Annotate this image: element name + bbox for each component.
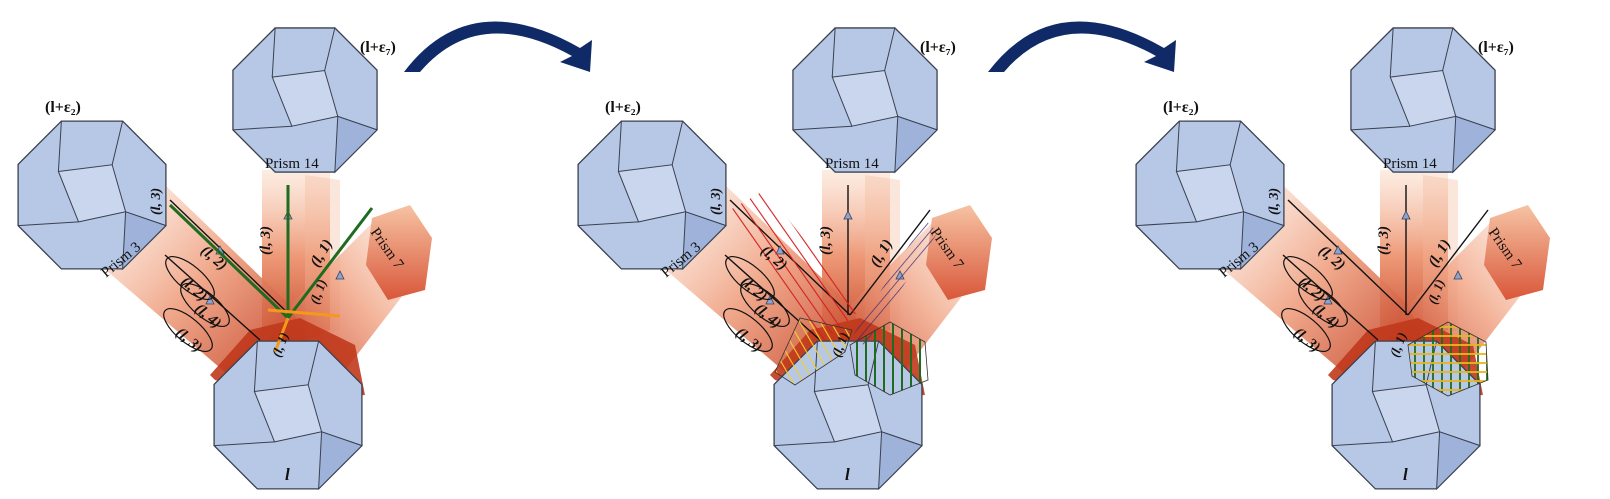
vertex-label-top-right: (l+ε₇) [360, 39, 396, 56]
edge-arrow-3 [335, 270, 345, 280]
vertex-label-top-right: (l+ε₇) [1478, 39, 1514, 56]
polyhedron-bottom [213, 340, 363, 491]
loop-2 [723, 308, 773, 352]
polyhedron-top-left [577, 120, 727, 271]
vertex-label-bottom: l [1403, 465, 1408, 484]
loop-1 [740, 283, 790, 327]
polyhedron-top-right [232, 27, 378, 174]
loop-1 [180, 283, 230, 327]
loop-2 [1281, 308, 1331, 352]
orange-path-v [273, 317, 290, 353]
edge-l1-diag [849, 209, 931, 316]
edge-label-l3-vertical: (l, 3) [258, 226, 274, 255]
loop-0 [1283, 256, 1333, 300]
prism-7-cap [1484, 205, 1550, 300]
edge-label-l3-vertical: (l, 3) [818, 226, 834, 255]
edge-arrow-1 [1333, 245, 1343, 255]
vertex-label-top-left: (l+ε₂) [1163, 99, 1199, 116]
transition-arrow-2 [988, 21, 1176, 72]
red-hatched-region [730, 190, 860, 345]
purple-hatched-region [850, 220, 938, 345]
prism-label-14: Prism 14 [1383, 156, 1437, 172]
edge-l1-diag [1407, 209, 1489, 316]
loop-1 [1298, 283, 1348, 327]
prism-7-cap [926, 205, 992, 300]
vertex-label-top-right: (l+ε₇) [920, 39, 956, 56]
polyhedron-top-right [792, 27, 938, 174]
yellow-hatched-region [774, 317, 853, 386]
edge-label-l3-vertical: (l, 3) [1376, 226, 1392, 255]
edge-label-l3-top: (l, 3) [709, 188, 724, 215]
prism-label-14: Prism 14 [265, 156, 319, 172]
edge-l2 [1287, 199, 1409, 316]
prism-label-14: Prism 14 [825, 156, 879, 172]
edge-arrow-0 [1401, 210, 1411, 220]
polyhedron-top-left [17, 120, 167, 271]
edge-l2 [169, 199, 291, 316]
edge-label-l3-top: (l, 3) [1267, 188, 1282, 215]
edge-label-l3-top: (l, 3) [149, 188, 164, 215]
vertex-label-top-left: (l+ε₂) [45, 99, 81, 116]
green-hatched-region [849, 321, 929, 396]
grid-hatched-region [1407, 321, 1489, 397]
polyhedron-top-left [1135, 120, 1285, 271]
edge-arrow-0 [843, 210, 853, 220]
loop-0 [165, 256, 215, 300]
vertex-label-top-left: (l+ε₂) [605, 99, 641, 116]
transition-arrow-1 [404, 21, 592, 72]
polyhedron-top-right [1350, 27, 1496, 174]
loop-2 [163, 308, 213, 352]
vertex-label-bottom: l [285, 465, 290, 484]
loop-0 [725, 256, 775, 300]
vertex-label-bottom: l [845, 465, 850, 484]
prism-7-cap [366, 205, 432, 300]
orange-path-h [267, 308, 341, 318]
edge-arrow-3 [1453, 270, 1463, 280]
